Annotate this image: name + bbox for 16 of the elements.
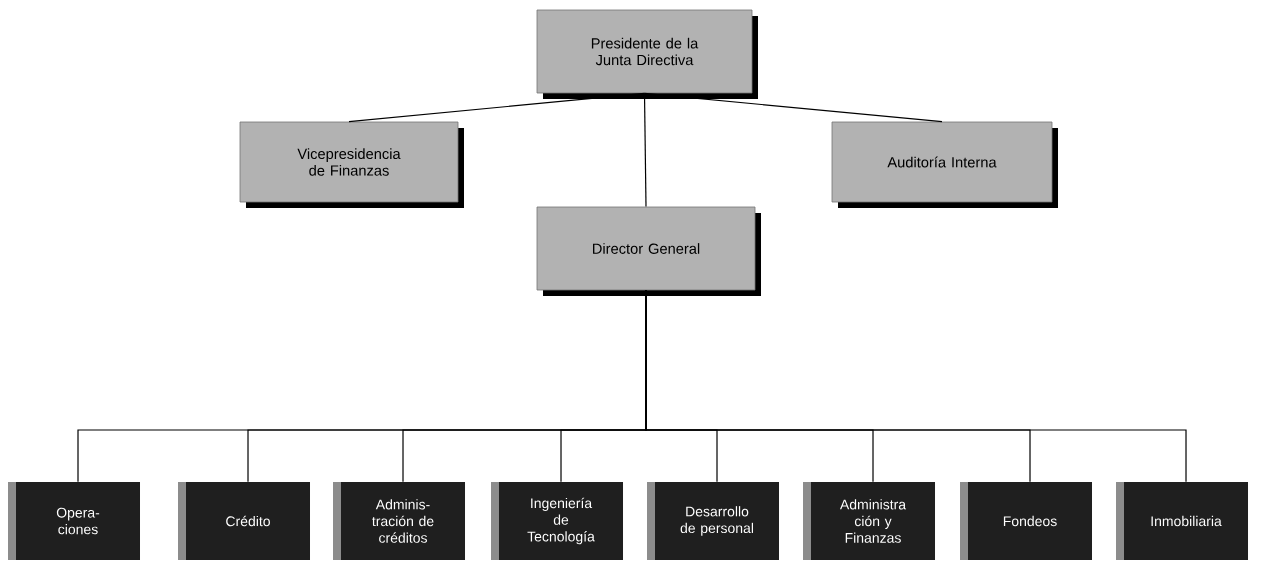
connector-line	[643, 92, 943, 123]
connector-line	[643, 92, 647, 208]
department-box: Opera- ciones	[8, 482, 140, 560]
department-box: Administra ción y Finanzas	[803, 482, 935, 560]
department-box: Ingeniería de Tecnología	[491, 482, 623, 560]
position-box: Auditoría Interna	[831, 121, 1058, 208]
department-box: Inmobiliaria	[1116, 482, 1248, 560]
connector-line	[645, 289, 1187, 483]
position-box: Director General	[536, 206, 761, 296]
connector-line	[348, 92, 646, 123]
department-box: Desarrollo de personal	[647, 482, 779, 560]
department-box: Crédito	[178, 482, 310, 560]
department-box: Fondeos	[960, 482, 1092, 560]
position-box: Vicepresidencia de Finanzas	[239, 121, 464, 208]
position-box: Presidente de la Junta Directiva	[536, 9, 758, 99]
department-box: Adminis- tración de créditos	[333, 482, 465, 560]
